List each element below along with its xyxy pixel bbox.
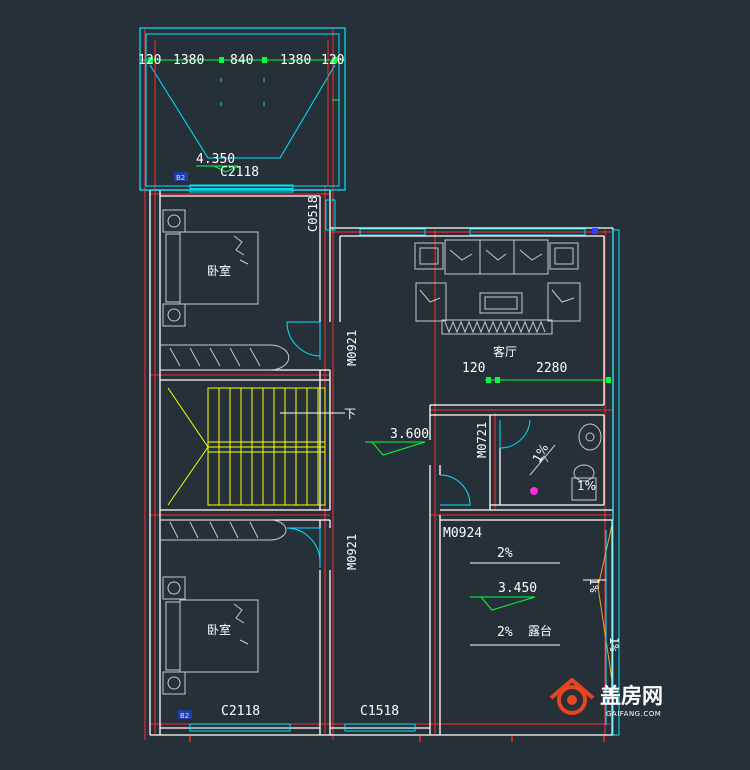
dim-top-1: 120	[138, 53, 161, 68]
door-m0721: M0721	[475, 422, 489, 458]
tick-marks	[189, 736, 605, 742]
sofa-set	[414, 239, 581, 335]
door-m0921-upper: M0921	[345, 330, 359, 366]
window-labels: C2118 C0518 C2118 C1518	[220, 165, 399, 719]
watermark-logo: 盖房网 GAIFANG.COM	[549, 678, 663, 718]
bed-lower	[160, 519, 287, 695]
door-m0921-lower: M0921	[345, 534, 359, 570]
door-m0924: M0924	[443, 526, 482, 541]
slope-terrace-1: 2%	[497, 546, 513, 561]
room-bedroom-upper: 卧室	[207, 263, 231, 278]
stair-down-label: 下	[344, 407, 356, 421]
watermark-url: GAIFANG.COM	[606, 710, 661, 718]
room-terrace: 露台	[528, 623, 552, 638]
floor-drain-icon	[530, 487, 538, 495]
balcony: 120 1380 840 1380 120 4.350	[138, 27, 346, 191]
bed-upper	[160, 209, 290, 371]
b2-tags: B2 B2	[174, 172, 192, 720]
dim-living-1: 120	[462, 361, 485, 376]
window-c1518: C1518	[360, 704, 399, 719]
dim-top-5: 120	[321, 53, 344, 68]
dim-living-2: 2280	[536, 361, 567, 376]
window-c2118-top: C2118	[220, 165, 259, 180]
room-bedroom-lower: 卧室	[207, 622, 231, 637]
terrace: 2% 2% 3.450 露台 1% 1%	[470, 520, 621, 735]
dim-top-4: 1380	[280, 53, 311, 68]
staircase	[167, 387, 326, 506]
window-c0518: C0518	[306, 196, 320, 232]
axis-lines	[144, 28, 612, 740]
window-c2118-bottom: C2118	[221, 704, 260, 719]
slope-terrace-4: 1%	[607, 637, 621, 652]
house-logo-icon	[549, 678, 595, 715]
doors	[286, 321, 531, 568]
watermark-brand: 盖房网	[600, 684, 663, 708]
dim-top-2: 1380	[173, 53, 204, 68]
tag-b2-bottom: B2	[180, 712, 189, 720]
tag-b2-top: B2	[176, 174, 185, 182]
elevation-terrace: 3.450	[498, 581, 537, 596]
living-dims: 120 2280	[462, 361, 611, 383]
room-living: 客厅	[493, 344, 517, 359]
windows	[189, 184, 620, 736]
toilet-slope-mark: 1%	[577, 479, 596, 493]
elevation-hall: 3.600	[390, 427, 429, 442]
corner-mark	[592, 228, 598, 234]
elevation-balcony: 4.350	[196, 152, 235, 167]
door-labels: M0921 M0921 M0721 M0924	[345, 330, 489, 570]
hall-elevation: 3.600	[365, 427, 429, 456]
slope-terrace-3: 1%	[587, 578, 601, 593]
slope-terrace-2: 2%	[497, 625, 513, 640]
bathroom-fixtures	[529, 423, 602, 501]
dim-top-3: 840	[230, 53, 253, 68]
